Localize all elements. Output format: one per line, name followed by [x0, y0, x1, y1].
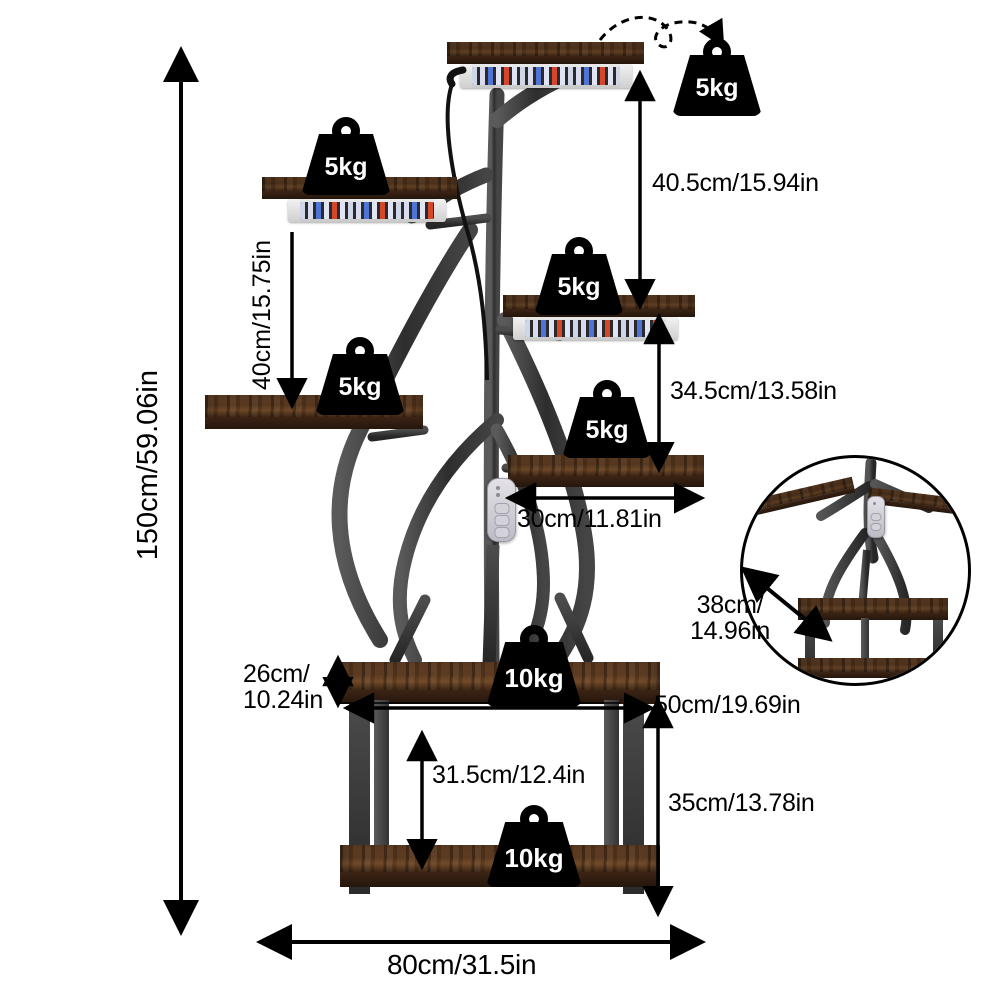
inset-base-bottom-wood: [798, 658, 948, 672]
inset-base-bottom-edge: [798, 672, 948, 678]
weight-badge-shelf-top-right: 5kg: [672, 38, 762, 116]
inset-controller-button-1[interactable]: [870, 513, 882, 521]
label-overall-width: 80cm/31.5in: [387, 949, 537, 980]
label-base-height: 35cm/13.78in: [668, 789, 815, 817]
weight-label: 5kg: [338, 373, 382, 401]
label-mid-tier: 34.5cm/13.58in: [670, 377, 837, 405]
led-strip-mid-right: [525, 320, 666, 337]
label-base-depth: 26cm/ 10.24in: [243, 660, 323, 715]
label-shelf-depth: 30cm/11.81in: [517, 505, 662, 533]
weight-badge-shelf-mid-left: 5kg: [315, 337, 405, 415]
inset-base-leg-right: [933, 620, 943, 665]
weight-badge-base-top: 10kg: [486, 625, 582, 707]
weight-label: 10kg: [504, 842, 564, 873]
inset-base-leg-mid: [861, 618, 869, 666]
inset-controller-indicator: [873, 502, 876, 505]
weight-badge-shelf-mid-right: 5kg: [534, 237, 624, 315]
led-strip-upper-left: [300, 202, 434, 219]
weight-label: 5kg: [695, 74, 739, 102]
weight-label: 10kg: [504, 662, 564, 693]
label-inset-spacing: 38cm/ 14.96in: [690, 591, 770, 646]
shelf-lower-right-edge: [508, 476, 704, 487]
inset-controller-button-2[interactable]: [870, 523, 882, 531]
inset-base-top-edge: [798, 613, 948, 620]
led-cap-right-ul: [434, 199, 446, 222]
led-grow-light-upper-left: [288, 199, 446, 222]
base-leg-back-right: [604, 700, 619, 860]
inset-base-leg-left: [805, 620, 815, 678]
led-cap-left-mr: [513, 317, 525, 340]
weight-label: 5kg: [585, 416, 629, 444]
shelf-top: [447, 42, 644, 64]
weight-badge-shelf-upper-left: 5kg: [301, 117, 391, 195]
controller-indicator-2: [496, 493, 500, 497]
inset-base-bottom: [798, 658, 948, 678]
weight-label: 5kg: [324, 153, 368, 181]
weight-label: 5kg: [557, 273, 601, 301]
led-strip-top: [472, 67, 620, 85]
inset-base-top-wood: [798, 598, 948, 613]
weight-body-icon: 5kg: [301, 134, 391, 195]
shelf-top-wood: [447, 42, 644, 56]
controller-indicator-1: [496, 486, 500, 490]
label-base-inner: 31.5cm/12.4in: [432, 761, 586, 789]
controller-button-2[interactable]: [494, 515, 509, 526]
inset-led-controller[interactable]: [867, 496, 885, 538]
label-base-width: 50cm/19.69in: [654, 691, 801, 719]
shelf-mid-left-edge: [205, 417, 423, 429]
base-leg-back-left: [374, 700, 389, 860]
inset-base-top: [798, 598, 948, 620]
weight-badge-base-bottom: 10kg: [486, 805, 582, 887]
label-top-tier: 40.5cm/15.94in: [652, 169, 819, 197]
dimline-inset-spacing: [740, 566, 833, 642]
controller-button-3[interactable]: [494, 527, 509, 538]
weight-badge-shelf-lower-right: 5kg: [562, 380, 652, 458]
shelf-top-edge: [447, 56, 644, 64]
shelf-upper-left-edge: [262, 191, 457, 199]
led-cap-left-ul: [288, 199, 300, 222]
